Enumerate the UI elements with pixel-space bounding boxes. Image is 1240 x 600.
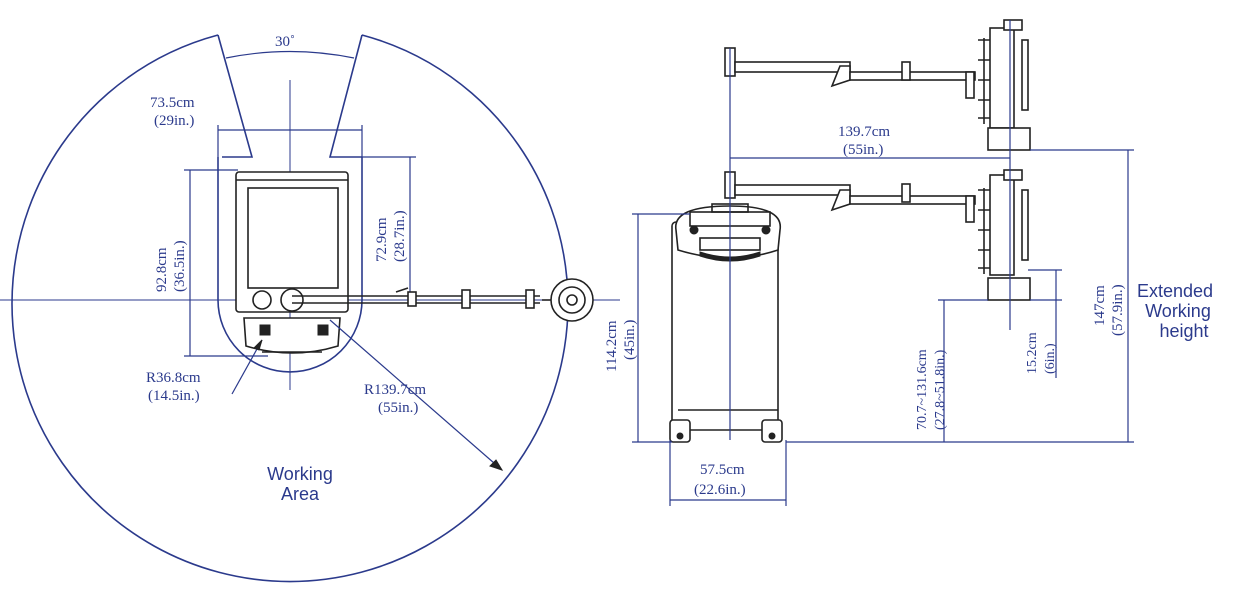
- notch-left: [217, 34, 254, 158]
- ext-label-2: Working: [1145, 301, 1211, 321]
- width-in: (29in.): [154, 113, 194, 129]
- reach-in: (55in.): [843, 142, 883, 158]
- machine-top: [235, 171, 349, 354]
- cart-height-in: (45in.): [622, 320, 638, 360]
- r-large-leader: [329, 319, 503, 471]
- r-small-cm: R36.8cm: [146, 370, 201, 386]
- r-large-arrow: [489, 459, 504, 471]
- side-view: 139.7cm (55in.) 114.2cm (45in.) 57.5cm (…: [604, 19, 1213, 506]
- reach-cm: 139.7cm: [838, 124, 890, 140]
- depth-in: (28.7in.): [392, 210, 408, 262]
- r-large-cm: R139.7cm: [364, 382, 426, 398]
- ext-label-1: Extended: [1137, 281, 1213, 301]
- angle-label: 30˚: [275, 34, 295, 50]
- ext-label-3: height: [1159, 321, 1208, 341]
- ext-in: (57.9in.): [1110, 284, 1126, 336]
- arm-top: [292, 278, 594, 322]
- base-width-in: (22.6in.): [694, 482, 746, 498]
- r-small-in: (14.5in.): [148, 388, 200, 404]
- length-cm: 92.8cm: [154, 247, 170, 292]
- length-in: (36.5in.): [172, 240, 188, 292]
- arm-range-cm: 70.7~131.6cm: [915, 349, 930, 430]
- width-cm: 73.5cm: [150, 95, 195, 111]
- notch-right: [328, 34, 363, 158]
- lower-arm: [724, 169, 1031, 301]
- r-small-arrow: [253, 339, 263, 351]
- depth-cm: 72.9cm: [374, 217, 390, 262]
- inner-radius-shape: [217, 157, 363, 373]
- ext-cm: 147cm: [1092, 285, 1108, 326]
- head-in: (6in.): [1043, 343, 1058, 374]
- head-cm: 15.2cm: [1025, 332, 1040, 374]
- working-area-line2: Area: [281, 484, 320, 504]
- cart-height-cm: 114.2cm: [604, 320, 620, 372]
- angle-arc: [225, 50, 355, 59]
- extended-arm: [724, 19, 1031, 151]
- cart-body: [669, 203, 783, 443]
- working-area-circle: [11, 34, 569, 583]
- base-width-cm: 57.5cm: [700, 462, 745, 478]
- working-area-line1: Working: [267, 464, 333, 484]
- r-large-in: (55in.): [378, 400, 418, 416]
- arm-range-in: (27.8~51.8in.): [933, 349, 948, 430]
- top-view: 30˚ 73.5cm (29in.) 92.8cm (36.5in.) 72.9…: [0, 34, 620, 583]
